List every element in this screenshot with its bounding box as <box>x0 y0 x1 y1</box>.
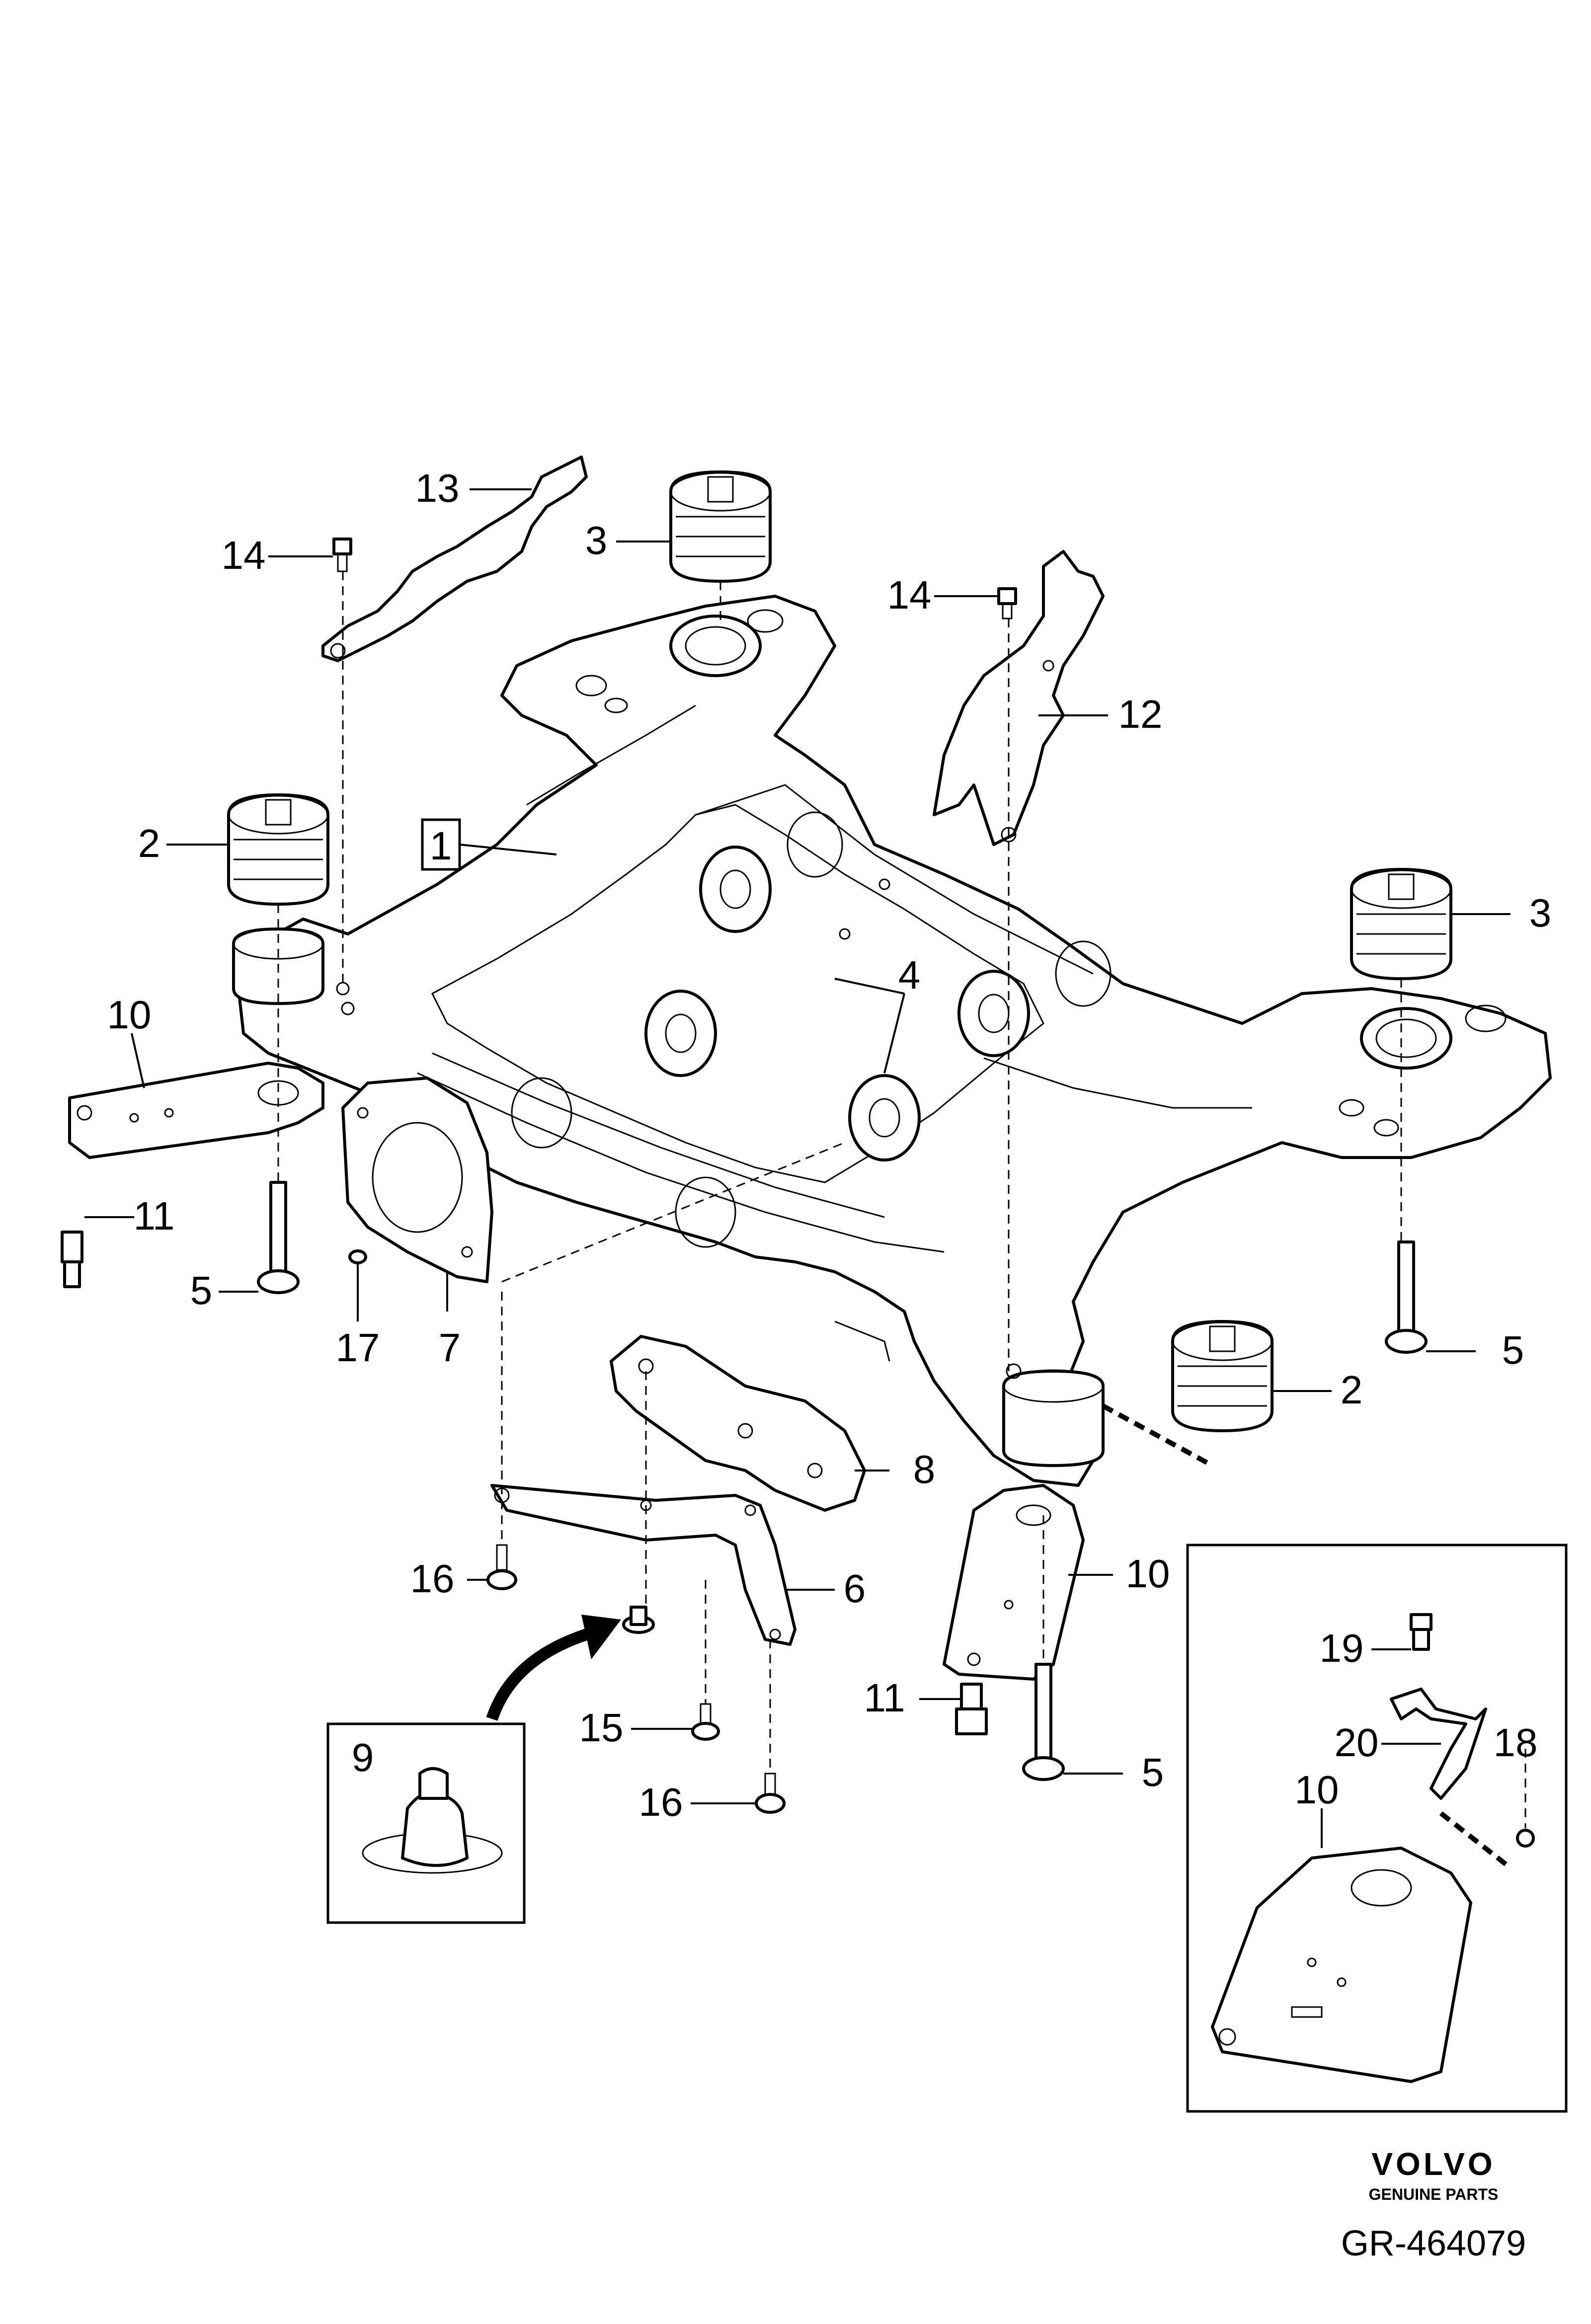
bushing-part-3-right <box>1350 868 1452 980</box>
plate-part-10-left <box>68 1062 324 1159</box>
bolt-part-5-left <box>257 1181 300 1294</box>
callout-2-left: 2 <box>138 821 160 865</box>
callout-5-middle: 5 <box>1142 1750 1164 1794</box>
logo-tagline: GENUINE PARTS <box>1369 2185 1499 2203</box>
callout-3-right: 3 <box>1529 891 1552 935</box>
callout-13: 13 <box>415 466 460 510</box>
plate-part-10-middle <box>943 1484 1085 1681</box>
callout-16-upper: 16 <box>410 1556 455 1601</box>
callout-8: 8 <box>913 1447 936 1491</box>
bolt-part-16-upper <box>486 1544 517 1590</box>
callout-1: 1 <box>430 824 452 868</box>
bolt-part-5-middle <box>1022 1663 1065 1781</box>
callout-3-top: 3 <box>585 518 608 562</box>
callout-9: 9 <box>352 1735 374 1780</box>
screw-part-17 <box>348 1249 367 1264</box>
reference-number: GR-464079 <box>1341 2224 1526 2263</box>
callout-17: 17 <box>336 1325 380 1370</box>
callout-20: 20 <box>1335 1720 1379 1765</box>
bolt-part-11-left <box>61 1231 83 1288</box>
callout-14-left: 14 <box>222 533 266 577</box>
logo-brand: VOLVO <box>1371 2146 1495 2182</box>
callout-labels: 13 14 3 14 12 2 1 3 4 10 11 5 17 7 5 2 8… <box>107 466 1552 1824</box>
callout-1-box <box>421 818 461 871</box>
callout-11-right: 11 <box>864 1676 905 1720</box>
bracket-part-7 <box>341 1077 493 1283</box>
shield-part-8 <box>610 1335 866 1512</box>
callout-12: 12 <box>1118 692 1163 736</box>
callout-14-right: 14 <box>887 573 932 617</box>
callout-18: 18 <box>1494 1720 1538 1765</box>
bushing-part-2-right <box>1171 1320 1273 1432</box>
callout-6: 6 <box>844 1566 866 1611</box>
inset-box-ground-strap <box>1186 1544 1568 2113</box>
bolt-part-14-left <box>332 538 352 572</box>
arrow-to-inset-9 <box>486 1615 621 1721</box>
callout-7: 7 <box>439 1325 461 1370</box>
bracket-part-13 <box>321 456 588 662</box>
bumpstop-part-9-small <box>622 1606 655 1634</box>
callout-4: 4 <box>898 953 921 997</box>
bushing-part-2-left <box>227 793 329 906</box>
callout-5-right: 5 <box>1502 1328 1524 1372</box>
callout-11-left: 11 <box>133 1194 174 1238</box>
callout-2-right: 2 <box>1341 1368 1363 1412</box>
callout-5-left: 5 <box>190 1268 213 1313</box>
bolt-part-5-right <box>1385 1240 1428 1354</box>
bolt-part-15 <box>691 1703 720 1741</box>
inset-box-9 <box>326 1722 526 1924</box>
callout-10-middle: 10 <box>1126 1551 1170 1596</box>
callout-16-lower: 16 <box>639 1780 683 1824</box>
callout-10-left: 10 <box>107 993 152 1037</box>
callout-15: 15 <box>579 1705 624 1750</box>
bolt-part-16-lower <box>755 1773 786 1814</box>
bolt-part-11-right <box>955 1683 988 1735</box>
callout-10-inset: 10 <box>1295 1768 1339 1812</box>
volvo-logo: VOLVO GENUINE PARTS <box>1369 2146 1499 2203</box>
bolt-part-14-right <box>997 587 1017 620</box>
bushing-part-3-top <box>669 470 772 583</box>
callout-19: 19 <box>1320 1626 1364 1670</box>
leader-lines <box>84 488 1511 1804</box>
brace-part-6 <box>490 1484 796 1646</box>
